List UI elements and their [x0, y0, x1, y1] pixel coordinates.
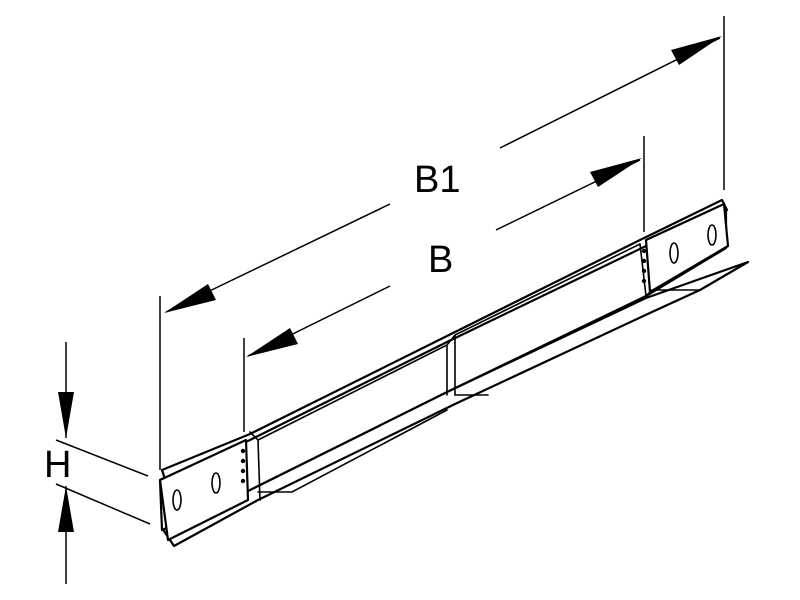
slot-left-2 [211, 472, 221, 494]
dimension-h: H [44, 342, 151, 584]
connector-profile [158, 198, 750, 548]
slot-left-1 [172, 489, 182, 511]
slot-right-1 [669, 242, 679, 264]
perforation-left [240, 448, 246, 484]
h-extension-bottom [55, 483, 151, 525]
b-arrow-right [590, 158, 642, 187]
bar-flange [160, 260, 750, 548]
right-end-plate [644, 202, 730, 294]
web-step-lines [249, 243, 701, 501]
perforation-right [641, 248, 647, 284]
dimension-b: B [243, 136, 645, 432]
dimension-b1: B1 [159, 16, 725, 470]
left-end-plate [158, 438, 250, 542]
b-label: B [428, 239, 453, 281]
b1-arrow-right [671, 36, 722, 65]
b1-arrow-left [164, 284, 216, 313]
slot-right-2 [707, 224, 717, 246]
h-arrow-top [58, 392, 74, 438]
h-arrow-bottom [58, 486, 74, 532]
b-arrow-left [246, 328, 298, 357]
b1-label: B1 [414, 159, 460, 201]
h-label: H [44, 444, 71, 486]
h-extension-top [55, 439, 149, 477]
